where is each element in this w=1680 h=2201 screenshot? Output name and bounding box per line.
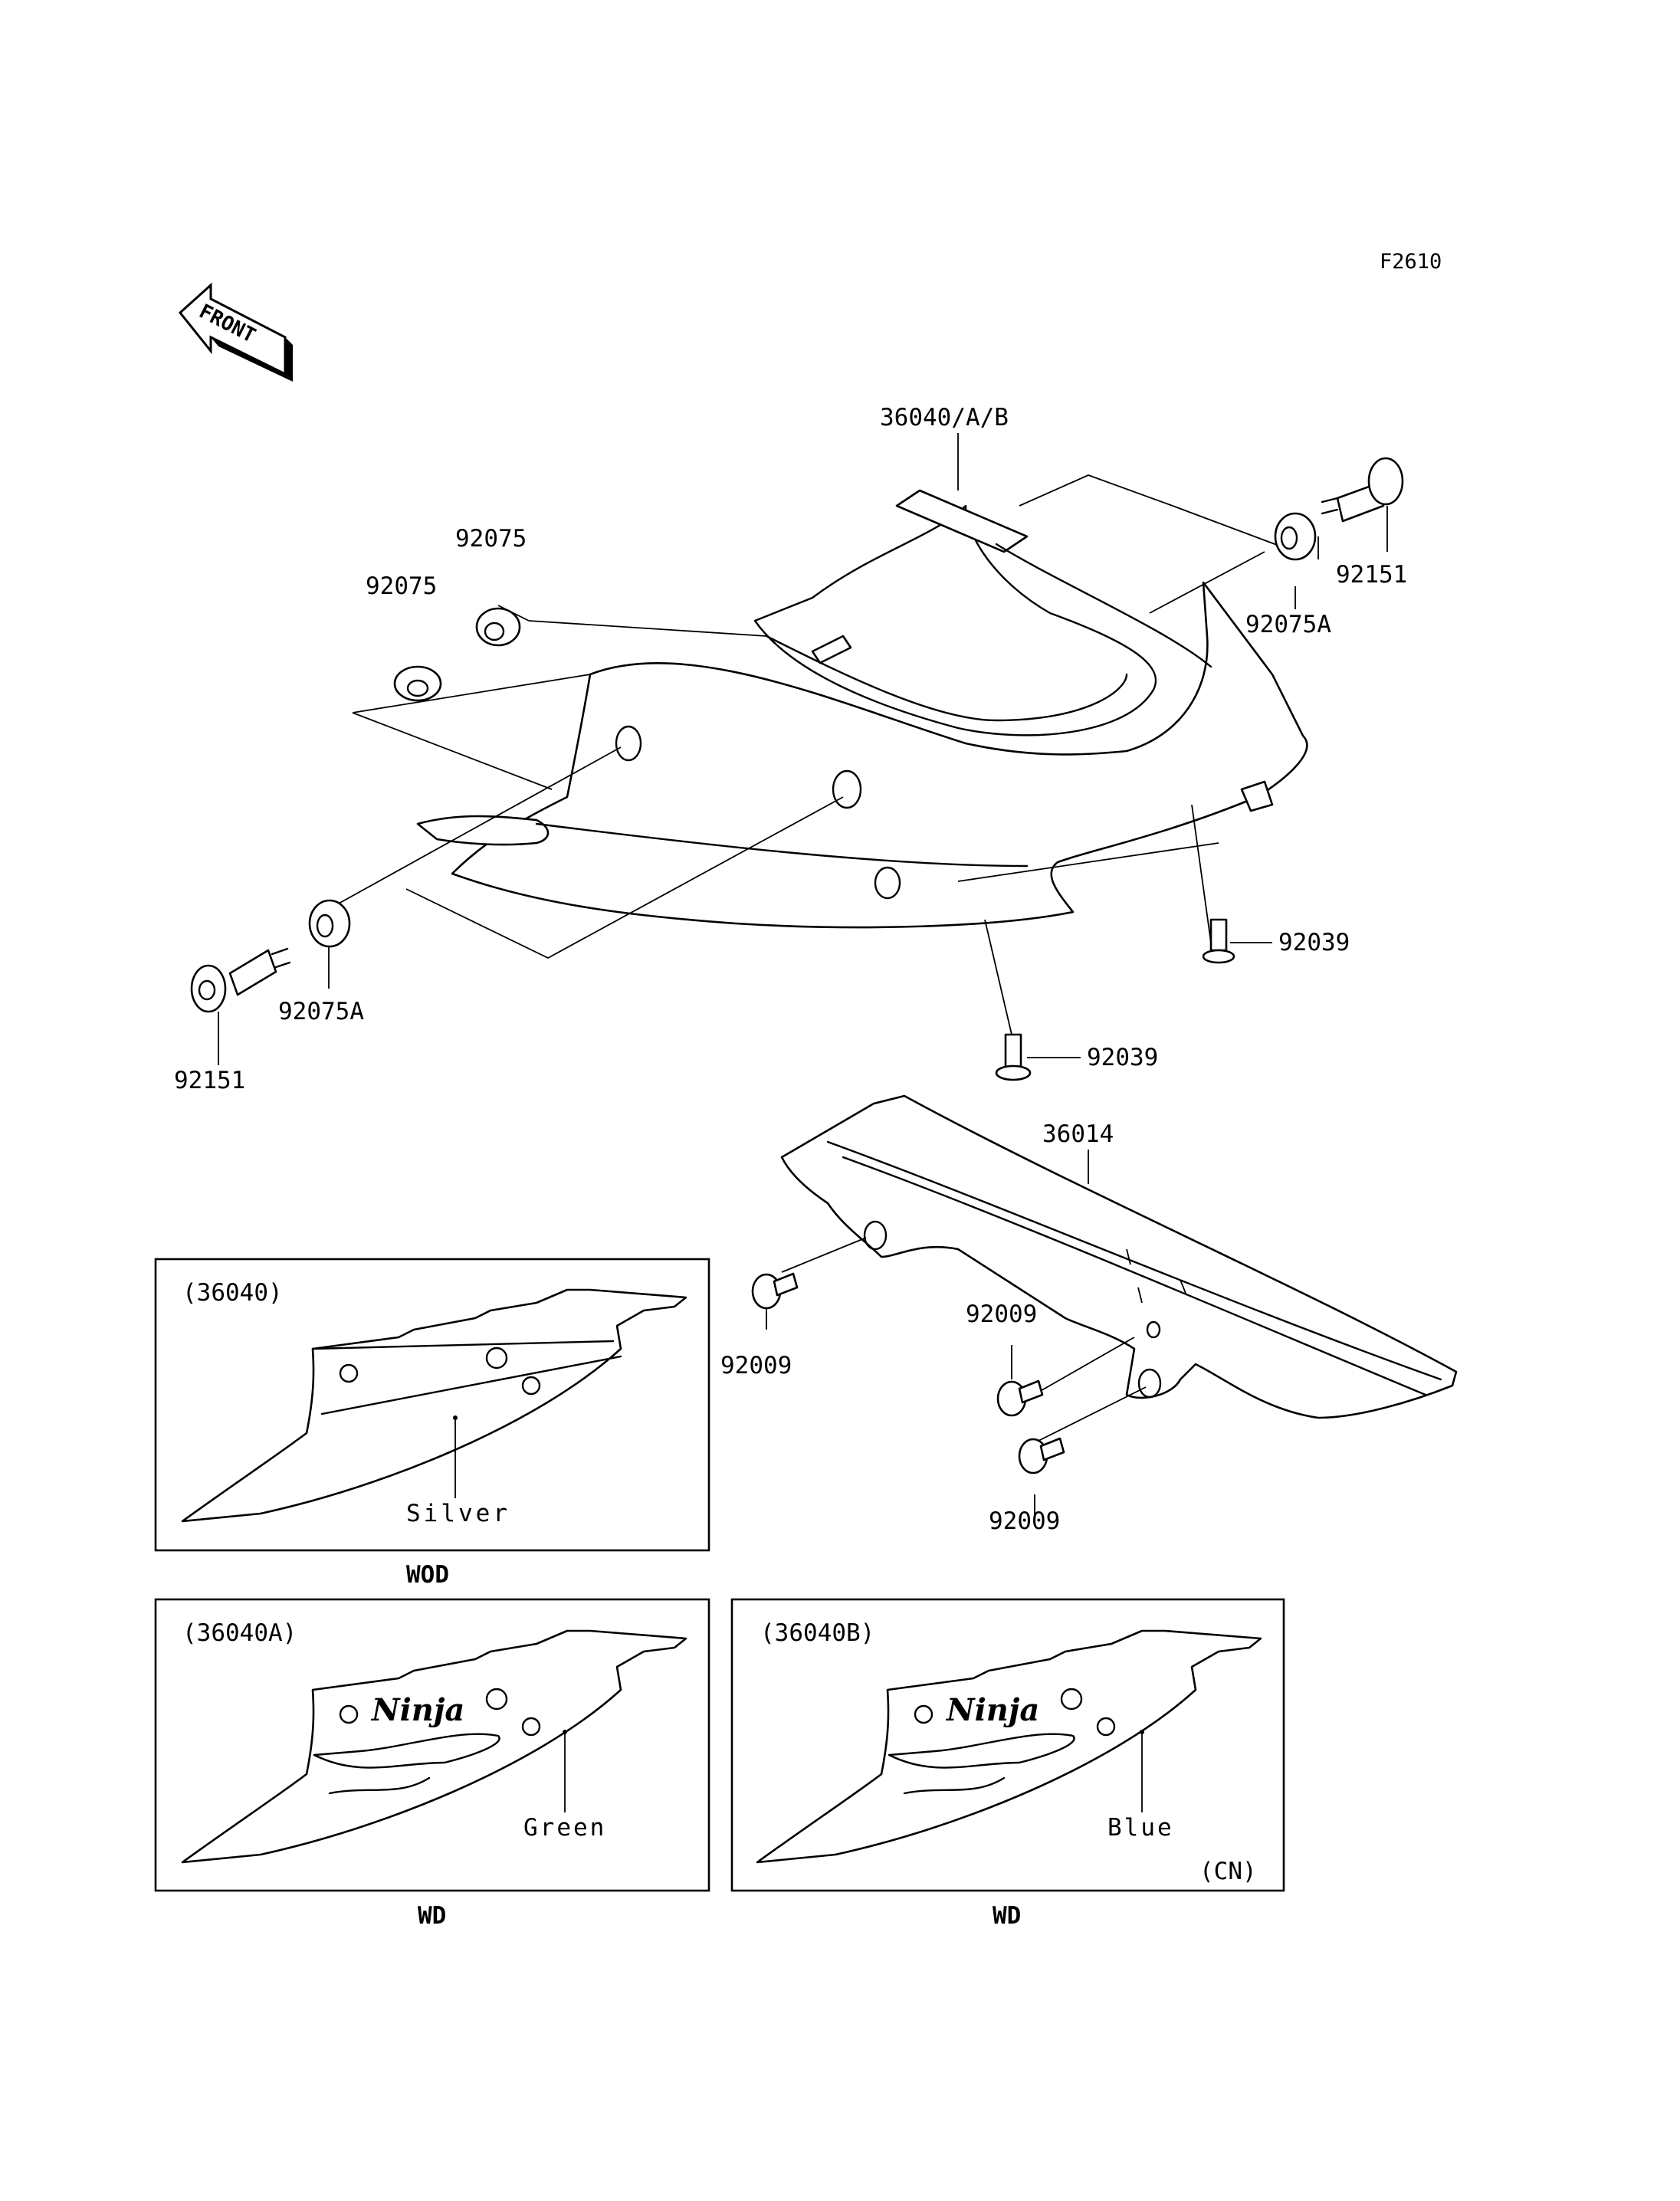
callout-92075-lower: 92075 (366, 572, 437, 600)
screw-92009-mid (996, 1379, 1044, 1417)
grommet-92075a-left (308, 899, 351, 948)
variant-3-part-no: (36040B) (760, 1619, 874, 1647)
screw-92009-bottom (1018, 1437, 1065, 1474)
variant-3-note: (CN) (1199, 1858, 1257, 1885)
variant-2-logo: Ninja (370, 1692, 464, 1728)
seat-cover-drawing (416, 489, 1308, 929)
clip-92039-right (1202, 918, 1235, 964)
callout-92075a-left: 92075A (278, 998, 364, 1025)
callout-92151-left: 92151 (174, 1067, 245, 1094)
callout-92009-mid: 92009 (966, 1301, 1037, 1328)
callout-36014: 36014 (1042, 1120, 1114, 1148)
variant-box-36040a: Ninja (36040A) Green (154, 1598, 710, 1892)
callout-92009-left: 92009 (720, 1352, 792, 1379)
callout-92075a-right: 92075A (1245, 611, 1331, 638)
chain-cover-drawing (780, 1094, 1458, 1419)
grommet-92075a-right (1274, 512, 1317, 561)
variant-2-color: Green (523, 1814, 606, 1842)
grommet-92075-left (393, 665, 442, 702)
callout-92039-right: 92039 (1278, 929, 1350, 956)
variant-2-market: WD (418, 1902, 446, 1930)
bolt-92151-left (190, 947, 291, 1013)
variant-1-part-no: (36040) (182, 1279, 283, 1307)
callout-36040-a-b: 36040/A/B (880, 404, 1009, 431)
bolt-92151-right (1321, 457, 1404, 523)
callout-92009-bottom: 92009 (989, 1507, 1060, 1535)
callout-92075-upper: 92075 (455, 525, 527, 553)
clip-92039-lower (995, 1033, 1032, 1081)
variant-1-color: Silver (406, 1500, 510, 1527)
chain-cover-leaders (766, 1150, 1147, 1525)
leader-lines (218, 433, 1388, 1065)
variant-box-36040: (36040) Silver (154, 1258, 710, 1552)
callout-92151-right: 92151 (1336, 561, 1407, 589)
callout-92039-lower: 92039 (1087, 1044, 1158, 1071)
variant-2-part-no: (36040A) (182, 1619, 297, 1647)
screw-92009-left (751, 1272, 799, 1310)
variant-3-color: Blue (1107, 1814, 1174, 1842)
variant-1-market: WOD (406, 1561, 449, 1589)
variant-box-36040b: Ninja (36040B) Blue (CN) (730, 1598, 1285, 1892)
figure-code: F2610 (1380, 250, 1442, 274)
variant-3-logo: Ninja (945, 1692, 1039, 1728)
grommet-92075-mid (475, 607, 521, 647)
front-arrow-icon: FRONT (178, 282, 293, 382)
variant-3-market: WD (993, 1902, 1021, 1930)
